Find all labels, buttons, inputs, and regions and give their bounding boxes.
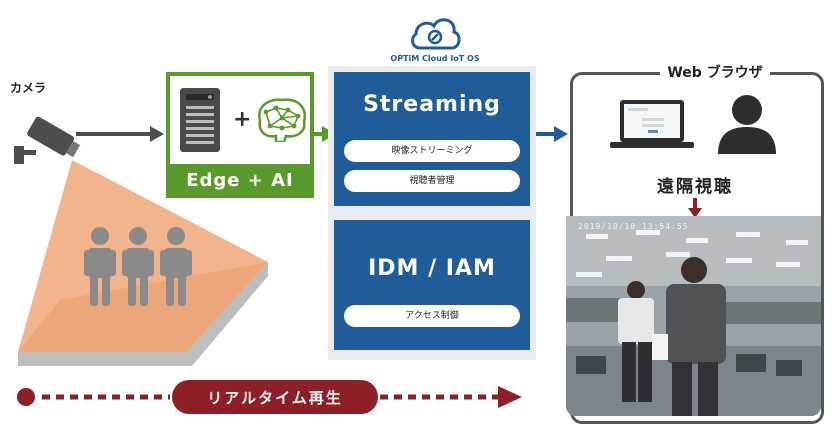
cloud-os-label: OPTiM Cloud IoT OS [390,54,480,63]
realtime-playback-pill [172,380,378,414]
edge-label-bar [166,164,314,198]
camera-view-cone-shade [18,262,268,366]
cloud-icon [411,18,461,50]
browser-title: Web ブラウザ [667,65,763,81]
person-figure [618,281,654,402]
access-control-pill: アクセス制御 [344,305,520,327]
streaming-title: Streaming [363,92,501,117]
person-figure [652,257,726,416]
idm-iam-title: IDM / IAM [368,256,496,281]
edge-label: Edge + AI [186,170,294,191]
video-timestamp: 2019/10/10 13:54:55 [578,222,689,231]
video-streaming-pill: 映像ストリーミング [344,140,520,162]
office-scene-image [566,216,821,416]
realtime-playback-label: リアルタイム再生 [207,389,343,407]
server-icon [180,88,220,152]
idm-iam-box [334,220,530,350]
browser-title-background [660,60,770,84]
user-icon [718,95,776,154]
viewer-management-pill: 視聴者管理 [344,170,520,192]
camera-view-cone-floor [18,262,268,352]
camera-label: カメラ [10,81,47,95]
office-video-feed [566,216,821,416]
security-camera-icon [14,116,81,164]
people-icon [84,227,192,306]
laptop-icon [610,100,694,148]
down-arrow-icon [688,198,702,218]
camera-to-edge-arrow [76,126,164,142]
edge-plus-sign: + [233,107,252,132]
ai-brain-icon [258,98,307,142]
realtime-timeline-arrow [17,386,522,408]
remote-view-label: 遠隔視聴 [657,177,733,197]
